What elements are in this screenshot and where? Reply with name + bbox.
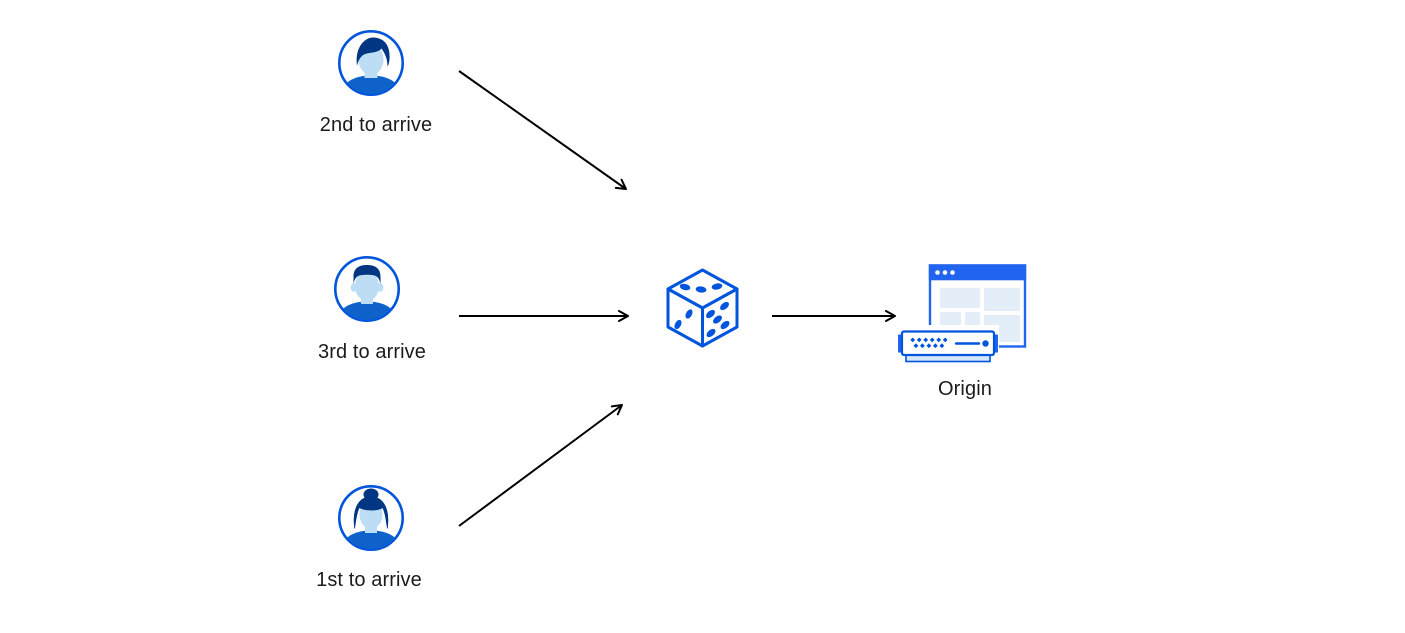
node-origin-server bbox=[896, 262, 1028, 371]
label-client-third: 3rd to arrive bbox=[317, 341, 426, 363]
dice-icon bbox=[666, 268, 739, 348]
female-user-avatar-icon bbox=[337, 484, 405, 552]
origin-server-browser-icon bbox=[896, 264, 1027, 363]
node-random-selector bbox=[664, 267, 740, 354]
label-client-second: 2nd to arrive bbox=[319, 114, 433, 136]
server-vent-pattern bbox=[910, 337, 948, 349]
male-user-flattop-avatar-icon bbox=[333, 255, 401, 323]
server-icon bbox=[898, 330, 998, 363]
male-user-avatar-icon bbox=[337, 29, 405, 97]
node-client-second bbox=[337, 29, 405, 102]
node-client-first bbox=[337, 484, 405, 557]
node-client-third bbox=[333, 255, 401, 328]
edge-first-to-dice bbox=[458, 404, 623, 527]
label-client-first: 1st to arrive bbox=[316, 569, 422, 591]
label-origin: Origin bbox=[938, 378, 992, 400]
